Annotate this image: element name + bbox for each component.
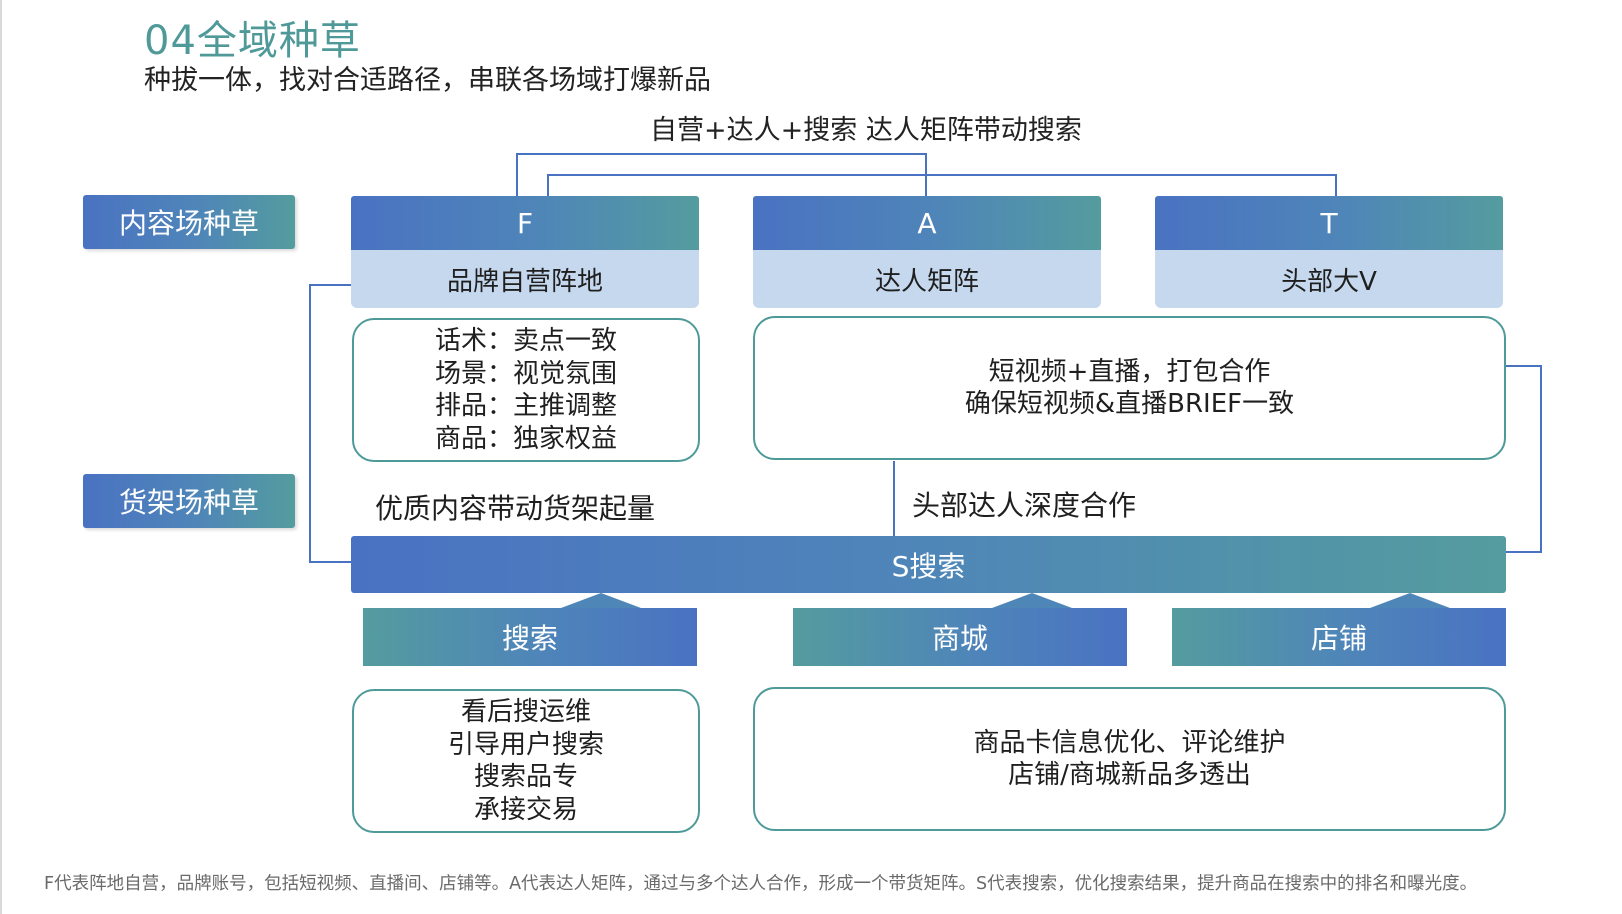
column-a-header: A — [753, 196, 1101, 250]
top-connector-label: 自营+达人+搜索 达人矩阵带动搜索 — [650, 115, 1082, 146]
column-a-name: 达人矩阵 — [753, 250, 1101, 308]
bottom-right-line: 商品卡信息优化、评论维护 — [973, 727, 1286, 758]
footnote: F代表阵地自营，品牌账号，包括短视频、直播间、店铺等。A代表达人矩阵，通过与多个… — [44, 874, 1478, 894]
connector-at-s — [1506, 365, 1542, 553]
bottom-left-line: 看后搜运维 — [460, 697, 591, 727]
bottom-left-line: 搜索品专 — [473, 762, 578, 792]
sub-box-search: 搜索 — [363, 608, 697, 666]
page-edge-line — [0, 0, 2, 914]
page-title: 04全域种草 — [144, 18, 361, 64]
arrow-store — [1370, 593, 1450, 608]
f-detail-line: 商品：独家权益 — [434, 423, 617, 454]
f-detail-box: 话术：卖点一致 场景：视觉氛围 排品：主推调整 商品：独家权益 — [352, 318, 700, 462]
column-t-name: 头部大V — [1155, 250, 1503, 308]
mid-label-right: 头部达人深度合作 — [912, 489, 1137, 522]
connector-f-s — [309, 284, 351, 563]
f-detail-line: 话术：卖点一致 — [434, 326, 617, 356]
connector-f-t — [547, 174, 1337, 196]
arrow-mall — [992, 593, 1072, 608]
at-detail-box: 短视频+直播，打包合作 确保短视频&直播BRIEF一致 — [753, 316, 1506, 460]
side-label-content: 内容场种草 — [83, 195, 295, 249]
sub-box-store: 店铺 — [1172, 608, 1506, 666]
arrow-search — [561, 593, 641, 608]
bottom-right-line: 店铺/商城新品多透出 — [1008, 760, 1251, 790]
bottom-left-line: 引导用户搜索 — [447, 729, 604, 760]
column-f-name: 品牌自营阵地 — [351, 250, 699, 308]
f-detail-line: 场景：视觉氛围 — [434, 358, 617, 389]
sub-box-mall: 商城 — [793, 608, 1127, 666]
mid-label-left: 优质内容带动货架起量 — [375, 492, 656, 525]
bottom-left-line: 承接交易 — [473, 794, 578, 825]
side-label-shelf: 货架场种草 — [83, 474, 295, 528]
at-detail-line: 确保短视频&直播BRIEF一致 — [964, 389, 1295, 419]
search-bar: S搜索 — [351, 536, 1506, 593]
f-detail-line: 排品：主推调整 — [434, 391, 617, 421]
at-detail-line: 短视频+直播，打包合作 — [988, 356, 1271, 387]
bottom-left-box: 看后搜运维 引导用户搜索 搜索品专 承接交易 — [352, 689, 700, 833]
bottom-right-box: 商品卡信息优化、评论维护 店铺/商城新品多透出 — [753, 687, 1506, 831]
page-subtitle: 种拔一体，找对合适路径，串联各场域打爆新品 — [144, 65, 711, 96]
column-f-header: F — [351, 196, 699, 250]
column-t-header: T — [1155, 196, 1503, 250]
